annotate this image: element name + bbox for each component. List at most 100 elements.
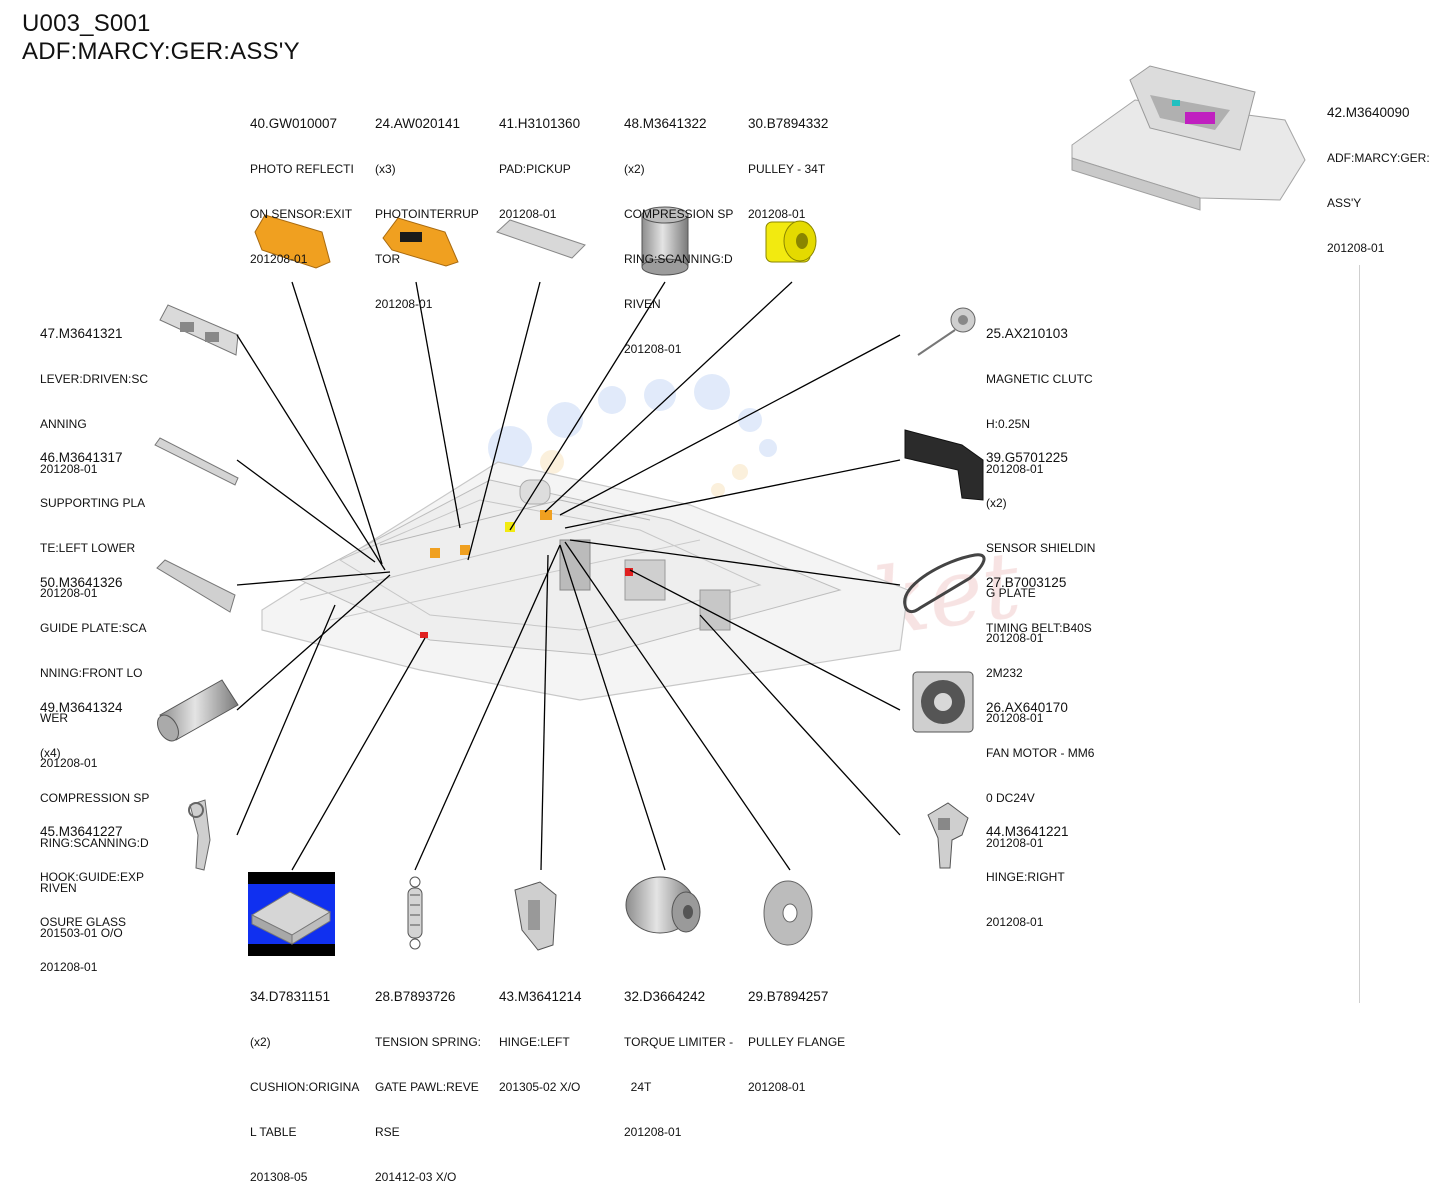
- part-label-44[interactable]: 44.M3641221 HINGE:RIGHT 201208-01: [986, 794, 1069, 945]
- part-label-39[interactable]: 39.G5701225 (x2) SENSOR SHIELDIN G PLATE…: [986, 420, 1095, 661]
- part-desc: 24T: [624, 1080, 652, 1094]
- part-desc: GUIDE PLATE:SCA: [40, 621, 147, 635]
- part-number: 42.M3640090: [1327, 105, 1410, 120]
- part-32-torque-limiter-image: [625, 876, 701, 934]
- part-label-47[interactable]: 47.M3641321 LEVER:DRIVEN:SC ANNING 20120…: [40, 296, 148, 492]
- part-desc: HOOK:GUIDE:EXP: [40, 870, 145, 884]
- part-number: 27.B7003125: [986, 575, 1067, 590]
- part-date: 201503-01 O/O: [40, 926, 123, 940]
- part-desc: NNING:FRONT LO: [40, 666, 143, 680]
- part-48-spring-image: [641, 206, 689, 276]
- leader-lines: [236, 281, 901, 871]
- part-41-pad-image: [496, 219, 586, 259]
- part-desc: PULLEY - 34T: [748, 162, 826, 176]
- part-26-fan-motor-image: [912, 671, 974, 733]
- part-desc: PHOTO REFLECTI: [250, 162, 354, 176]
- part-desc: ADF:MARCY:GER:: [1327, 151, 1430, 165]
- exploded-diagram: Ink-Market: [154, 65, 1306, 956]
- part-label-32[interactable]: 32.D3664242 TORQUE LIMITER - 24T 201208-…: [624, 959, 733, 1155]
- part-label-29[interactable]: 29.B7894257 PULLEY FLANGE 201208-01: [748, 959, 845, 1110]
- part-date: 201208-01: [624, 342, 682, 356]
- part-label-27[interactable]: 27.B7003125 TIMING BELT:B40S 2M232 20120…: [986, 545, 1092, 741]
- part-label-25[interactable]: 25.AX210103 MAGNETIC CLUTC H:0.25N 20120…: [986, 296, 1093, 492]
- part-desc: PAD:PICKUP: [499, 162, 571, 176]
- part-desc: TORQUE LIMITER -: [624, 1035, 734, 1049]
- adf-assembly-thumbnail: [1071, 65, 1306, 211]
- part-date: 201208-01: [748, 1080, 806, 1094]
- part-45-hook-image: [188, 799, 211, 871]
- part-date: 201208-01: [40, 756, 98, 770]
- part-date: 201208-01: [986, 711, 1044, 725]
- part-34-cushion-image: [248, 872, 335, 956]
- part-number: 30.B7894332: [748, 116, 829, 131]
- part-desc: SUPPORTING PLA: [40, 496, 146, 510]
- page-divider: [1359, 265, 1360, 1003]
- part-number: 43.M3641214: [499, 989, 582, 1004]
- part-desc: H:0.25N: [986, 417, 1031, 431]
- part-number: 32.D3664242: [624, 989, 706, 1004]
- part-label-50[interactable]: 50.M3641326 GUIDE PLATE:SCA NNING:FRONT …: [40, 545, 146, 786]
- part-number: 50.M3641326: [40, 575, 123, 590]
- part-date: 201412-03 X/O: [375, 1170, 457, 1184]
- part-label-30[interactable]: 30.B7894332 PULLEY - 34T 201208-01: [748, 86, 828, 237]
- part-label-41[interactable]: 41.H3101360 PAD:PICKUP 201208-01: [499, 86, 580, 237]
- part-date: 201208-01: [986, 462, 1044, 476]
- part-number: 47.M3641321: [40, 326, 123, 341]
- part-desc: HINGE:RIGHT: [986, 870, 1065, 884]
- part-desc: 2M232: [986, 666, 1023, 680]
- part-label-48[interactable]: 48.M3641322 (x2) COMPRESSION SP RING:SCA…: [624, 86, 733, 372]
- part-date: 201208-01: [986, 915, 1044, 929]
- part-number: 48.M3641322: [624, 116, 707, 131]
- part-30-pulley-image: [765, 220, 817, 263]
- part-desc: 0 DC24V: [986, 791, 1035, 805]
- part-number: 28.B7893726: [375, 989, 456, 1004]
- part-number: 24.AW020141: [375, 116, 461, 131]
- part-desc: ON SENSOR:EXIT: [250, 207, 353, 221]
- part-date: 201208-01: [40, 960, 98, 974]
- part-label-43[interactable]: 43.M3641214 HINGE:LEFT 201305-02 X/O: [499, 959, 582, 1110]
- part-desc: PHOTOINTERRUP: [375, 207, 479, 221]
- part-desc: COMPRESSION SP: [40, 791, 150, 805]
- part-number: 45.M3641227: [40, 824, 123, 839]
- part-desc: GATE PAWL:REVE: [375, 1080, 479, 1094]
- part-desc: PULLEY FLANGE: [748, 1035, 846, 1049]
- part-label-46[interactable]: 46.M3641317 SUPPORTING PLA TE:LEFT LOWER…: [40, 420, 145, 616]
- part-desc: RIVEN: [40, 881, 77, 895]
- part-date: 201208-01: [986, 631, 1044, 645]
- part-date: 201208-01: [986, 836, 1044, 850]
- page-code: U003_S001: [22, 10, 151, 37]
- part-28-spring-image: [407, 876, 423, 950]
- part-date: 201208-01: [250, 252, 308, 266]
- part-label-34[interactable]: 34.D7831151 (x2) CUSHION:ORIGINA L TABLE…: [250, 959, 359, 1200]
- part-date: 201208-01: [40, 462, 98, 476]
- part-27-belt-image: [903, 553, 986, 614]
- part-desc: WER: [40, 711, 68, 725]
- part-47-lever-image: [159, 304, 239, 356]
- part-label-42[interactable]: 42.M3640090 ADF:MARCY:GER: ASS'Y 201208-…: [1327, 75, 1430, 271]
- part-label-24[interactable]: 24.AW020141 (x3) PHOTOINTERRUP TOR 20120…: [375, 86, 479, 327]
- part-qty: (x2): [250, 1035, 271, 1049]
- part-desc: G PLATE: [986, 586, 1036, 600]
- part-date: 201208-01: [375, 297, 433, 311]
- part-desc: HINGE:LEFT: [499, 1035, 570, 1049]
- part-label-26[interactable]: 26.AX640170 FAN MOTOR - MM6 0 DC24V 2012…: [986, 670, 1094, 866]
- part-label-40[interactable]: 40.GW010007 PHOTO REFLECTI ON SENSOR:EXI…: [250, 86, 354, 282]
- part-label-45[interactable]: 45.M3641227 HOOK:GUIDE:EXP OSURE GLASS 2…: [40, 794, 144, 990]
- part-label-49[interactable]: 49.M3641324 (x4) COMPRESSION SP RING:SCA…: [40, 670, 149, 956]
- part-desc: TOR: [375, 252, 401, 266]
- part-desc: LEVER:DRIVEN:SC: [40, 372, 149, 386]
- part-desc: RING:SCANNING:D: [40, 836, 149, 850]
- part-24-photointerrupter-image: [382, 217, 459, 267]
- part-39-shield-plate-image: [904, 429, 984, 501]
- part-number: 46.M3641317: [40, 450, 123, 465]
- part-number: 39.G5701225: [986, 450, 1068, 465]
- part-desc: CUSHION:ORIGINA: [250, 1080, 360, 1094]
- part-44-hinge-image: [927, 802, 969, 869]
- part-date: 201208-01: [624, 1125, 682, 1139]
- part-number: 41.H3101360: [499, 116, 581, 131]
- part-label-28[interactable]: 28.B7893726 TENSION SPRING: GATE PAWL:RE…: [375, 959, 481, 1200]
- part-number: 26.AX640170: [986, 700, 1068, 715]
- part-desc: TENSION SPRING:: [375, 1035, 482, 1049]
- page-title: ADF:MARCY:GER:ASS'Y: [22, 38, 300, 65]
- part-46-plate-image: [154, 437, 239, 486]
